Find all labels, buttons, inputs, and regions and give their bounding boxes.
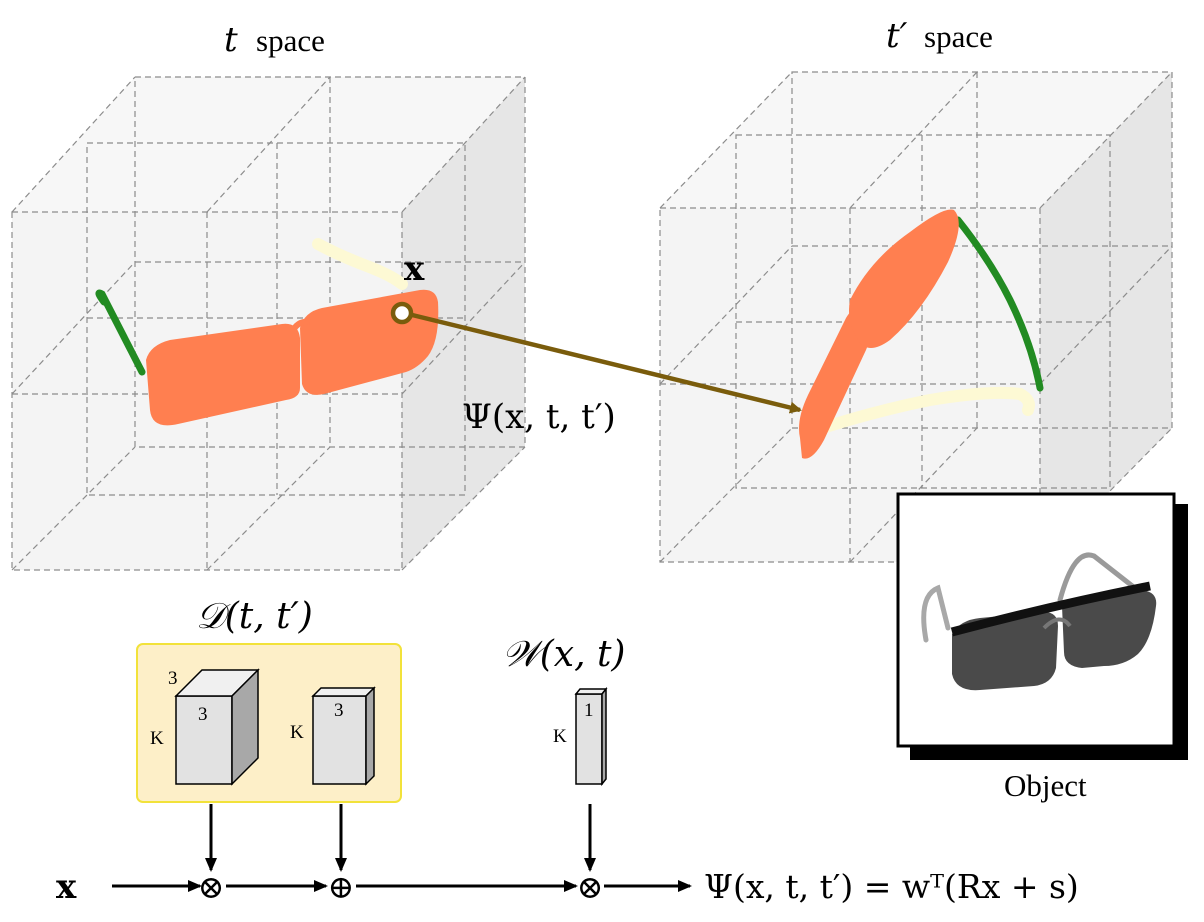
psi-mid-label: Ψ(x, t, t′): [462, 397, 616, 437]
rotation-depth-label: 3: [168, 668, 178, 689]
tprime-space-var: t′: [886, 16, 908, 56]
tprime-space-word: space: [924, 19, 993, 54]
tprime-space-cube: [659, 71, 1173, 563]
add-op: ⊕: [328, 868, 355, 906]
multiply-op-2: ⊗: [577, 868, 604, 906]
d-label: 𝒟(t, t′): [196, 596, 313, 637]
weight-width-label: 1: [584, 700, 594, 721]
rotation-width-label: 3: [198, 704, 208, 725]
translation-height-label: K: [290, 722, 304, 743]
t-space-word: space: [256, 23, 325, 58]
mapping-arrow: [403, 310, 802, 414]
w-label: 𝒲(x, t): [502, 634, 625, 675]
input-x-label: x: [56, 867, 77, 907]
rotation-height-label: K: [150, 728, 164, 749]
weight-height-label: K: [553, 726, 567, 747]
multiply-op-1: ⊗: [198, 868, 225, 906]
glasses-tprime-space: [799, 209, 1044, 459]
translation-block: [311, 686, 376, 786]
point-x-label: x: [404, 249, 425, 289]
weight-block: [574, 686, 608, 787]
translation-width-label: 3: [334, 700, 344, 721]
final-equation: Ψ(x, t, t′) = wᵀ(Rx + s): [704, 867, 1079, 906]
t-space-var: t: [224, 20, 238, 60]
point-x-marker: [390, 301, 414, 325]
object-inset: [896, 492, 1188, 760]
object-caption: Object: [1004, 768, 1087, 803]
rotation-block: [174, 668, 260, 786]
